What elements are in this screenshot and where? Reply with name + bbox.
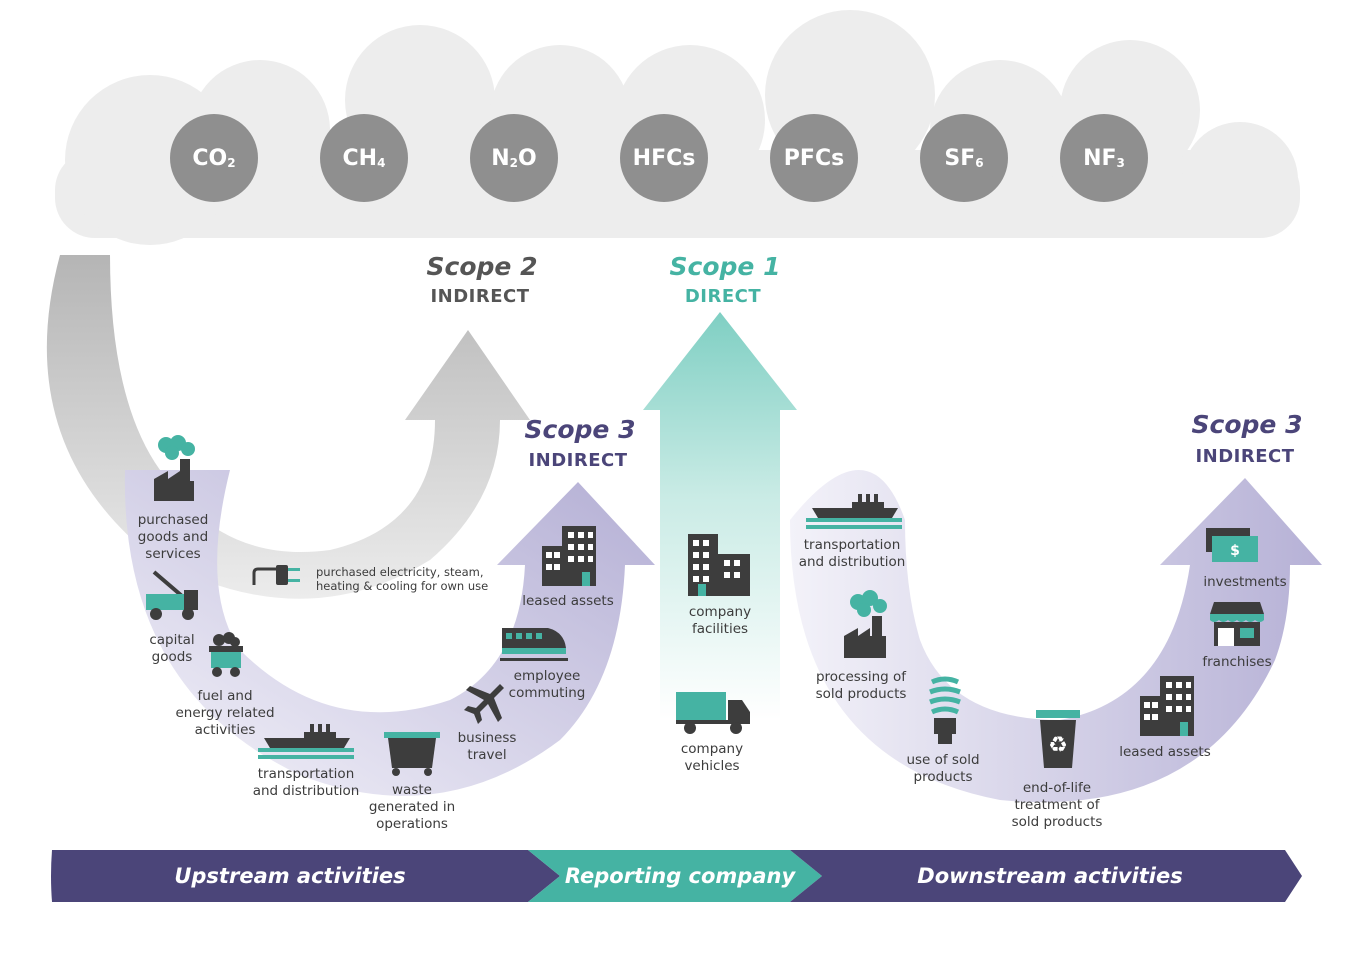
upstream-transport-label: transportation and distribution — [252, 766, 360, 799]
business-travel-label: business travel — [457, 730, 517, 763]
building-icon — [542, 526, 596, 586]
gas-pfcs: PFCs — [770, 114, 858, 202]
band-downstream — [790, 850, 1302, 902]
downstream-leased-label: leased assets — [1119, 744, 1211, 760]
recycle-bin-icon: ♻ — [1036, 710, 1080, 768]
investments-label: investments — [1203, 574, 1287, 590]
end-of-life-label: end-of-life treatment of sold products — [1011, 780, 1103, 830]
capital-goods-label: capital goods — [149, 632, 195, 665]
crane-truck-icon — [146, 570, 198, 620]
svg-text:$: $ — [1230, 543, 1240, 559]
employee-commuting-label: employee commuting — [508, 668, 586, 701]
scope1-title: Scope 1 — [669, 252, 781, 281]
truck-icon — [676, 692, 750, 734]
company-facilities-label: company facilities — [688, 604, 752, 637]
svg-text:♻: ♻ — [1048, 733, 1068, 758]
dumpster-icon — [384, 732, 440, 776]
factory-icon — [844, 590, 887, 658]
upstream-leased-label: leased assets — [522, 593, 614, 609]
scope3-downstream-title: Scope 3 — [1191, 410, 1303, 439]
downstream-transport-label: transportation and distribution — [798, 537, 906, 570]
ship-icon — [806, 494, 902, 529]
use-of-sold-products-label: use of sold products — [906, 752, 980, 785]
plug-icon — [252, 565, 300, 585]
downstream-activities-label: Downstream activities — [917, 864, 1183, 888]
band-reporting — [528, 850, 822, 902]
franchises-label: franchises — [1202, 654, 1272, 670]
upstream-activities-label: Upstream activities — [174, 864, 406, 888]
scope3-upstream-subtitle: INDIRECT — [528, 450, 628, 471]
scope3-downstream-subtitle: INDIRECT — [1195, 446, 1295, 467]
company-building-icon — [688, 534, 750, 596]
processing-label: processing of sold products — [815, 669, 907, 702]
scope3-upstream-title: Scope 3 — [524, 415, 636, 444]
waste-label: waste generated in operations — [368, 782, 456, 832]
train-icon — [500, 628, 568, 661]
scope3-upstream-arrow — [124, 470, 655, 796]
reporting-company-label: Reporting company — [564, 864, 796, 888]
coal-cart-icon — [209, 632, 243, 677]
money-icon: $ — [1206, 528, 1258, 562]
factory-icon — [154, 435, 195, 501]
gas-hfcs: HFCs — [620, 114, 708, 202]
purchased-electricity-label: purchased electricity, steam, heating & … — [316, 565, 489, 593]
building-icon — [1140, 676, 1194, 736]
purchased-goods-label: purchased goods and services — [137, 512, 209, 562]
storefront-icon — [1210, 602, 1264, 646]
lightbulb-icon — [929, 676, 961, 744]
scope2-subtitle: INDIRECT — [430, 286, 530, 307]
ship-icon — [258, 724, 354, 759]
fuel-energy-label: fuel and energy related activities — [175, 688, 275, 738]
scope1-arrow — [643, 312, 797, 720]
scope2-title: Scope 2 — [426, 252, 538, 281]
airplane-icon — [464, 684, 504, 724]
scope1-subtitle: DIRECT — [684, 286, 762, 307]
band-upstream — [51, 850, 560, 902]
company-vehicles-label: company vehicles — [680, 741, 744, 774]
